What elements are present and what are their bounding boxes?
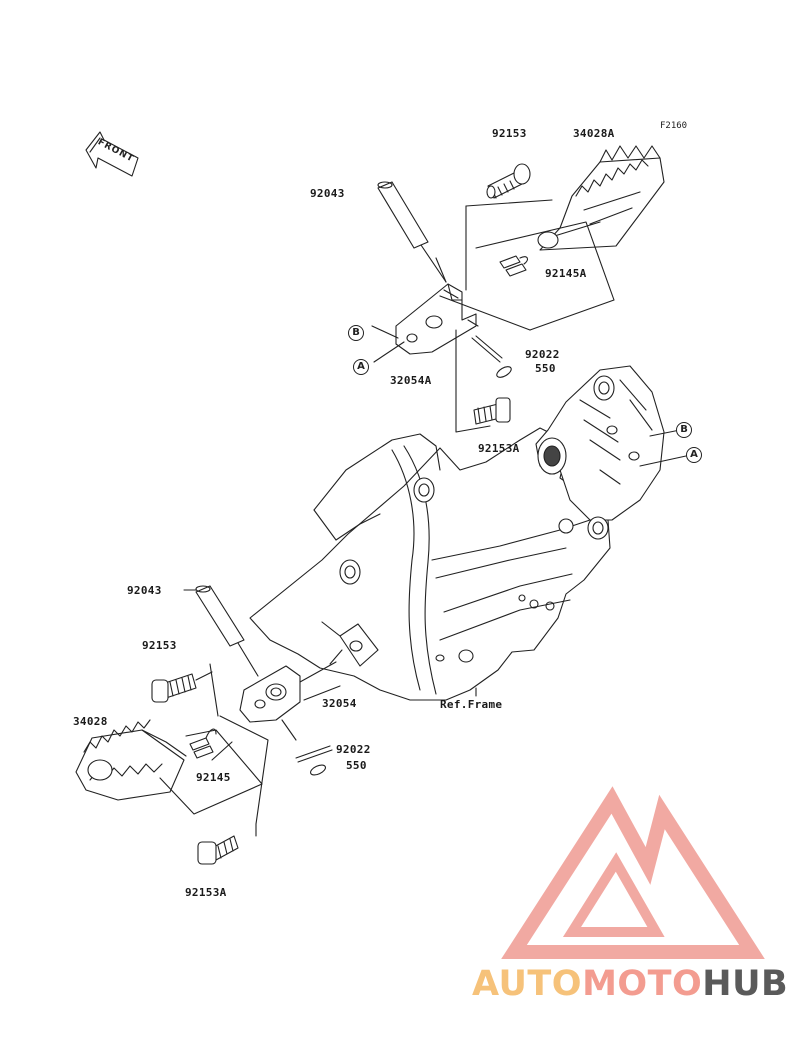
callout-b-upper: B xyxy=(348,325,364,341)
lower-peg-pin xyxy=(183,585,259,677)
label-upper-footpeg: 34028A xyxy=(573,127,615,140)
lower-spring xyxy=(189,728,217,759)
upper-bracket xyxy=(395,283,477,355)
upper-peg-pin xyxy=(377,181,447,283)
label-lower-spring: 92145 xyxy=(196,771,231,784)
watermark-text: AUTOMOTOHUB xyxy=(472,964,788,1004)
callout-a-upper: A xyxy=(353,359,369,375)
label-upper-pivot-bolt: 92153 xyxy=(492,127,527,140)
label-lower-washer: 550 xyxy=(346,759,367,772)
label-lower-bracket: 32054 xyxy=(322,697,357,710)
automotohub-logo xyxy=(501,786,765,959)
lower-bracket xyxy=(239,661,337,723)
front-arrow-icon xyxy=(85,131,139,177)
watermark-part1: AUTO xyxy=(472,964,583,1004)
lower-cotter-pin xyxy=(295,745,333,776)
lower-pivot-bolt xyxy=(151,671,213,703)
diagram-code: F2160 xyxy=(660,121,688,131)
lower-footpeg xyxy=(75,719,187,801)
label-lower-bracket-bolt: 92153A xyxy=(185,886,227,899)
label-lower-cotter-pin: 92022 xyxy=(336,743,371,756)
callout-b-frame: B xyxy=(676,422,692,438)
upper-pivot-bolt xyxy=(486,163,531,199)
callout-a-frame: A xyxy=(686,447,702,463)
watermark-part3: HUB xyxy=(702,964,789,1004)
upper-footpeg xyxy=(537,145,665,251)
lower-bracket-bolt xyxy=(197,835,239,865)
upper-spring xyxy=(499,255,529,277)
watermark-part2: MOTO xyxy=(582,964,703,1004)
label-ref-frame: Ref.Frame xyxy=(440,698,503,711)
label-upper-peg-pin: 92043 xyxy=(310,187,345,200)
label-lower-footpeg: 34028 xyxy=(73,715,108,728)
label-upper-bracket: 32054A xyxy=(390,374,432,387)
label-upper-cotter-pin: 92022 xyxy=(525,348,560,361)
upper-cotter-pin xyxy=(471,335,512,378)
label-upper-bracket-bolt: 92153A xyxy=(478,442,520,455)
label-lower-pivot-bolt: 92153 xyxy=(142,639,177,652)
label-upper-spring: 92145A xyxy=(545,267,587,280)
upper-leader-lines xyxy=(371,199,615,433)
label-lower-peg-pin: 92043 xyxy=(127,584,162,597)
label-upper-washer: 550 xyxy=(535,362,556,375)
frame-drawing xyxy=(249,365,687,701)
lower-leader-lines xyxy=(159,663,341,837)
upper-bracket-bolt xyxy=(473,397,511,425)
